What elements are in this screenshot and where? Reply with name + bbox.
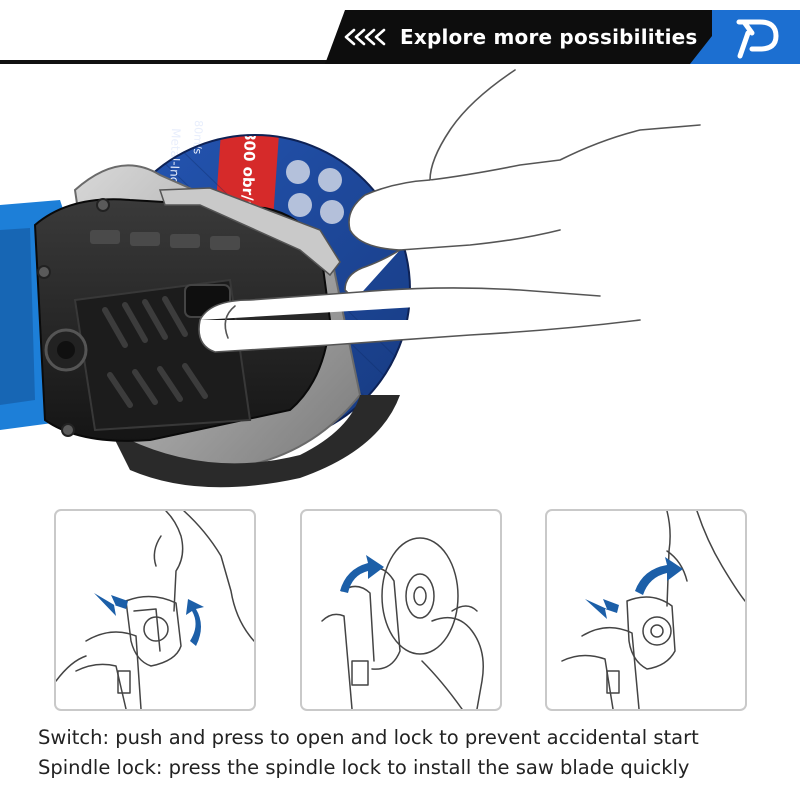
push-arrow-icon	[94, 593, 128, 616]
grip-ribs	[90, 230, 240, 250]
push-arrow-icon	[585, 599, 619, 619]
header-rule	[0, 60, 350, 64]
disc-brand-label: Metal-Inox	[167, 128, 183, 191]
panel-step-switch	[54, 509, 256, 711]
header-banner[interactable]	[0, 0, 800, 66]
guard-lever	[158, 187, 341, 277]
rotate-arrow-icon	[635, 557, 683, 595]
safety-pictogram-icons	[286, 160, 344, 224]
step-blade-install-drawing	[321, 537, 484, 709]
rotate-arrow-icon	[186, 599, 204, 646]
step-spindle-lock-drawing	[561, 511, 745, 709]
caption-spindle-lock: Spindle lock: press the spindle lock to …	[38, 756, 690, 779]
chevrons-left-icon	[344, 28, 386, 46]
panel-step-spindle-lock	[545, 509, 747, 711]
brand-logo-icon	[736, 19, 779, 59]
panel-step-blade-install	[300, 509, 502, 711]
hand-outline	[198, 69, 701, 353]
caption-switch: Switch: push and press to open and lock …	[38, 726, 699, 749]
banner-bar	[325, 10, 760, 64]
step-switch-drawing	[56, 511, 254, 709]
disc-speed-label: 80m/s	[191, 120, 205, 155]
rotate-arrow-icon	[340, 555, 384, 593]
angle-grinder-illustration: 800 obr/min 80m/s Metal-Inox	[0, 69, 701, 488]
banner-title: Explore more possibilities	[400, 25, 698, 49]
